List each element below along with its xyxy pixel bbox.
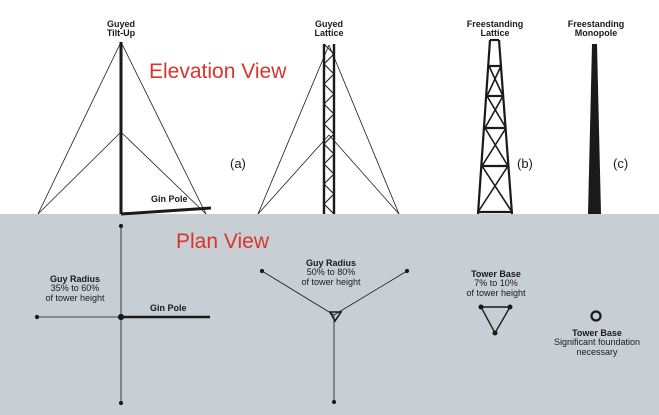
tower-heading-fs-lattice: Freestanding Lattice	[460, 19, 530, 39]
label-title: Guy Radius	[49, 274, 100, 284]
gin-pole-plan-label: Gin Pole	[150, 303, 187, 313]
plan-fs-lattice-leg	[507, 304, 513, 310]
marker-a: (a)	[230, 156, 246, 171]
guy-radius-tiltup-label: Guy Radius 35% to 60% of tower height	[38, 274, 112, 303]
plan-view-background	[0, 214, 659, 415]
lattice-mast-bracing	[323, 43, 335, 215]
plan-view-title: Plan View	[176, 230, 270, 253]
plan-lattice-anchor	[259, 268, 265, 274]
plan-lattice-guy	[261, 270, 335, 316]
tiltup-guy-wire	[120, 131, 207, 215]
tower-heading-line1: Guyed	[106, 19, 135, 29]
plan-lattice-guy	[333, 270, 408, 316]
monopole-tower	[588, 44, 601, 214]
tiltup-guy-wire	[37, 131, 122, 215]
label-line2: 7% to 10%	[474, 278, 518, 289]
lattice-guy-wire	[257, 44, 330, 215]
freestanding-lattice-tower	[476, 38, 514, 215]
label-line3: of tower height	[301, 276, 361, 287]
tower-heading-line1: Freestanding	[567, 19, 625, 29]
plan-tiltup	[34, 223, 210, 406]
lattice-guy-wire	[257, 134, 330, 215]
tower-heading-line2: Lattice	[314, 28, 344, 39]
plan-tiltup-base	[117, 313, 125, 321]
plan-lattice-anchor	[331, 399, 337, 405]
tiltup-tower	[37, 41, 212, 216]
plan-lattice-base-triangle	[328, 311, 343, 323]
plan-fs-lattice-leg	[478, 304, 484, 310]
label-title: Tower Base	[471, 269, 521, 279]
tower-heading-line1: Guyed	[314, 19, 343, 29]
tower-base-lattice-label: Tower Base 7% to 10% of tower height	[459, 269, 533, 298]
tower-heading-line1: Freestanding	[466, 19, 524, 29]
tower-heading-guyed-lattice: Guyed Lattice	[304, 19, 354, 39]
plan-monopole-base	[590, 310, 602, 322]
label-line2: Significant foundation	[553, 337, 641, 348]
marker-c: (c)	[613, 156, 629, 171]
tower-base-monopole-label: Tower Base Significant foundation necess…	[549, 328, 645, 357]
marker-b: (b)	[517, 156, 533, 171]
label-line3: necessary	[576, 346, 618, 357]
tower-heading-line2: Tilt-Up	[106, 28, 136, 39]
label-line3: of tower height	[45, 292, 105, 303]
lattice-guy-wire	[328, 44, 400, 215]
label-title: Guy Radius	[305, 258, 356, 268]
label-line3: of tower height	[466, 287, 526, 298]
plan-guyed-lattice	[259, 268, 410, 405]
tower-heading-tiltup: Guyed Tilt-Up	[96, 19, 146, 39]
tower-heading-line2: Lattice	[480, 28, 510, 39]
guyed-lattice-tower	[257, 43, 400, 215]
plan-lattice-anchor	[404, 268, 410, 274]
tower-heading-monopole: Freestanding Monopole	[560, 19, 632, 39]
label-line2: 50% to 80%	[306, 267, 356, 278]
tower-heading-line2: Monopole	[574, 28, 618, 39]
plan-fs-lattice-base-triangle	[479, 306, 512, 335]
fs-lattice-cross-bracing	[477, 65, 513, 213]
plan-tiltup-anchor	[118, 400, 124, 406]
fs-lattice-leg-left	[476, 39, 492, 215]
gin-pole-elevation-label: Gin Pole	[151, 194, 188, 204]
lattice-guy-wire	[328, 134, 400, 215]
tiltup-guy-wire	[120, 41, 207, 215]
tiltup-guy-wire	[37, 41, 122, 215]
plan-fs-lattice-leg	[492, 330, 498, 336]
label-line2: 35% to 60%	[50, 283, 100, 294]
plan-fs-lattice	[478, 304, 513, 336]
elevation-view-title: Elevation View	[149, 60, 287, 83]
guy-radius-lattice-label: Guy Radius 50% to 80% of tower height	[294, 258, 368, 287]
plan-tiltup-anchor	[118, 223, 124, 229]
plan-tiltup-anchor	[34, 314, 40, 320]
label-title: Tower Base	[572, 328, 622, 338]
gin-pole-elevation	[120, 206, 212, 216]
